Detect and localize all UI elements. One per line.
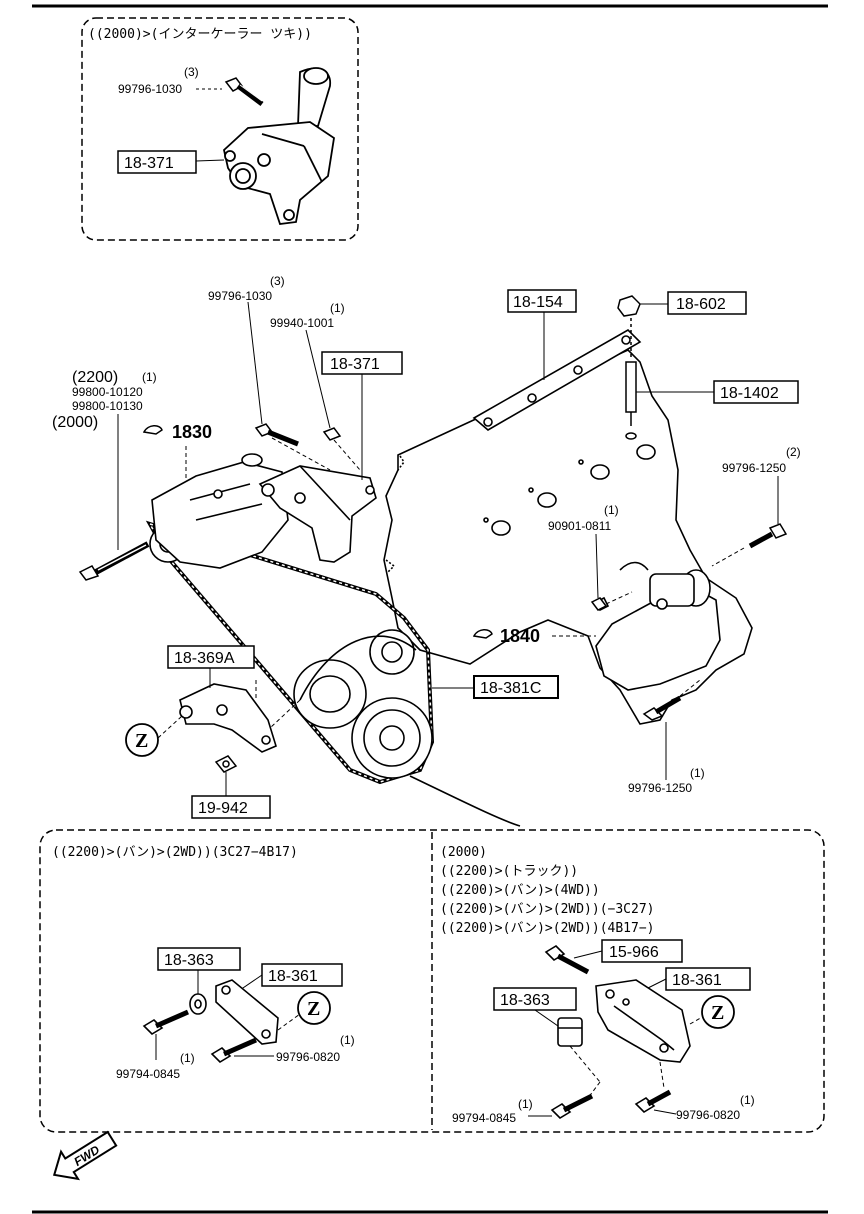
marker-z-right: Z xyxy=(701,995,735,1029)
p1-part: 99796-1030 xyxy=(208,289,272,303)
inset-left-parts-graphic xyxy=(142,979,279,1064)
inset-top-bolt-graphic xyxy=(224,77,264,106)
p2-leader xyxy=(305,329,331,429)
ref-18-1402: 18-1402 xyxy=(720,385,779,402)
marker-z-left-label: Z xyxy=(307,998,320,1020)
group-1830-label: 1830 xyxy=(172,422,212,442)
p6-part: 99796-1250 xyxy=(628,781,692,795)
main-bracket-graphic xyxy=(258,465,377,563)
inset-right-bolt-b-qty: (1) xyxy=(740,1093,755,1107)
inset-left-condition: ((2200)>(バン)>(2WD))(3C27−4B17) xyxy=(52,845,298,860)
ref-18-602: 18-602 xyxy=(676,296,726,313)
belt-drive-graphic xyxy=(145,520,521,827)
inset-left-ref-18-361: 18-361 xyxy=(268,968,318,985)
p4-part: 99796-1250 xyxy=(722,461,786,475)
starter-motor-graphic xyxy=(594,561,721,691)
group-1840[interactable]: 1840 xyxy=(472,626,540,646)
refbox-18-369a xyxy=(167,645,255,669)
dashed-leaders xyxy=(185,437,745,729)
inset-top-bracket-leader xyxy=(195,159,225,162)
p6-qty: (1) xyxy=(690,766,705,780)
group-1830[interactable]: 1830 xyxy=(142,422,212,442)
inset-left: ((2200)>(バン)>(2WD))(3C27−4B17) 18-363 18… xyxy=(52,845,355,1081)
inset-right-ref-18-361: 18-361 xyxy=(672,972,722,989)
p2-part: 99940-1001 xyxy=(270,316,334,330)
inset-right-bolt-a-qty: (1) xyxy=(518,1097,533,1111)
inset-right-bolt-a-part: 99794-0845 xyxy=(452,1111,516,1125)
inset-top-bracket-ref: 18-371 xyxy=(124,155,174,172)
p5-qty: (1) xyxy=(604,503,619,517)
refbox-18-154 xyxy=(507,289,577,313)
inset-right-cond-2: ((2200)>(バン)>(4WD)) xyxy=(440,883,600,898)
refbox-19-942 xyxy=(191,795,271,819)
inset-right-ref-15-966: 15-966 xyxy=(609,944,659,961)
marker-z-right-label: Z xyxy=(711,1002,724,1024)
pointer-icon xyxy=(142,425,163,435)
inset-top-bolt-part: 99796-1030 xyxy=(118,82,182,96)
inset-right-parts-graphic xyxy=(544,944,691,1120)
refbox-18-381c xyxy=(473,675,559,699)
inset-top-condition: ((2000)>(インターケーラー ツキ)) xyxy=(88,27,312,42)
inset-right-ref-18-363: 18-363 xyxy=(500,992,550,1009)
inset-right-bolt-b-part: 99796-0820 xyxy=(676,1108,740,1122)
p5-part: 90901-0811 xyxy=(548,519,611,533)
pointer-icon xyxy=(472,629,493,639)
inset-right-cond-1: ((2200)>(トラック)) xyxy=(440,864,578,879)
bottom-insets-frame xyxy=(39,829,825,1133)
inset-left-ref-18-363: 18-363 xyxy=(164,952,214,969)
main-assembly: 18-154 18-602 18-371 18-1402 18-369A 18-… xyxy=(52,274,801,827)
alternator-graphic xyxy=(151,453,289,569)
inset-left-leader-18-361 xyxy=(239,974,263,991)
inset-right-leader-18-363 xyxy=(534,1009,559,1027)
inset-left-bolt-b-qty: (1) xyxy=(340,1033,355,1047)
fwd-arrow-icon: FWD xyxy=(52,1130,118,1181)
inset-right-dashed-leaders xyxy=(569,1015,705,1099)
ref-18-369a: 18-369A xyxy=(174,650,235,667)
p5-leader xyxy=(595,533,599,599)
ref-18-381c: 18-381C xyxy=(480,680,541,697)
inset-right-leader-15-966 xyxy=(573,950,603,959)
p3-cond2: (2000) xyxy=(52,414,98,431)
inset-top-bracket-graphic xyxy=(223,67,335,225)
ref-19-942: 19-942 xyxy=(198,800,248,817)
group-1840-label: 1840 xyxy=(500,626,540,646)
inset-left-bolt-a-qty: (1) xyxy=(180,1051,195,1065)
marker-z-main-label: Z xyxy=(135,730,148,752)
p4-qty: (2) xyxy=(786,445,801,459)
inset-top-bracket-refbox xyxy=(117,150,197,174)
p2-qty: (1) xyxy=(330,301,345,315)
p3-qty: (1) xyxy=(142,370,157,384)
inset-top-frame xyxy=(81,17,359,241)
inset-right-cond-4: ((2200)>(バン)>(2WD))(4B17−) xyxy=(440,921,655,936)
bolt-19-942-graphic xyxy=(214,755,238,773)
inset-top-bolt-qty: (3) xyxy=(184,65,199,79)
inset-top: ((2000)>(インターケーラー ツキ)) (3) 99796-1030 18… xyxy=(81,17,359,241)
inset-right-cond-0: (2000) xyxy=(440,845,487,860)
ref-18-371: 18-371 xyxy=(330,356,380,373)
inset-right-cond-3: ((2200)>(バン)>(2WD))(−3C27) xyxy=(440,902,655,917)
marker-z-left: Z xyxy=(297,991,331,1025)
refbox-18-602 xyxy=(667,291,747,315)
p3a-part: 99800-10120 xyxy=(72,385,143,399)
inset-left-z-leader xyxy=(277,1013,301,1031)
inset-left-bolt-a-part: 99794-0845 xyxy=(116,1067,180,1081)
main-bolts-graphic xyxy=(78,423,788,721)
glow-plug-graphic xyxy=(617,295,641,440)
marker-z-main: Z xyxy=(125,715,183,757)
inset-left-refbox-18-363 xyxy=(157,947,241,971)
p3-cond1: (2200) xyxy=(72,369,118,386)
p1-qty: (3) xyxy=(270,274,285,288)
inset-right-bolt-b-leader xyxy=(653,1109,677,1115)
bracket-369a-graphic xyxy=(179,683,277,753)
ref-18-154: 18-154 xyxy=(513,294,563,311)
engine-block-graphic xyxy=(383,329,753,725)
p3b-part: 99800-10130 xyxy=(72,399,143,413)
inset-right: (2000) ((2200)>(トラック)) ((2200)>(バン)>(4WD… xyxy=(440,845,755,1125)
p1-leader xyxy=(247,301,263,425)
inset-left-bolt-b-part: 99796-0820 xyxy=(276,1050,340,1064)
